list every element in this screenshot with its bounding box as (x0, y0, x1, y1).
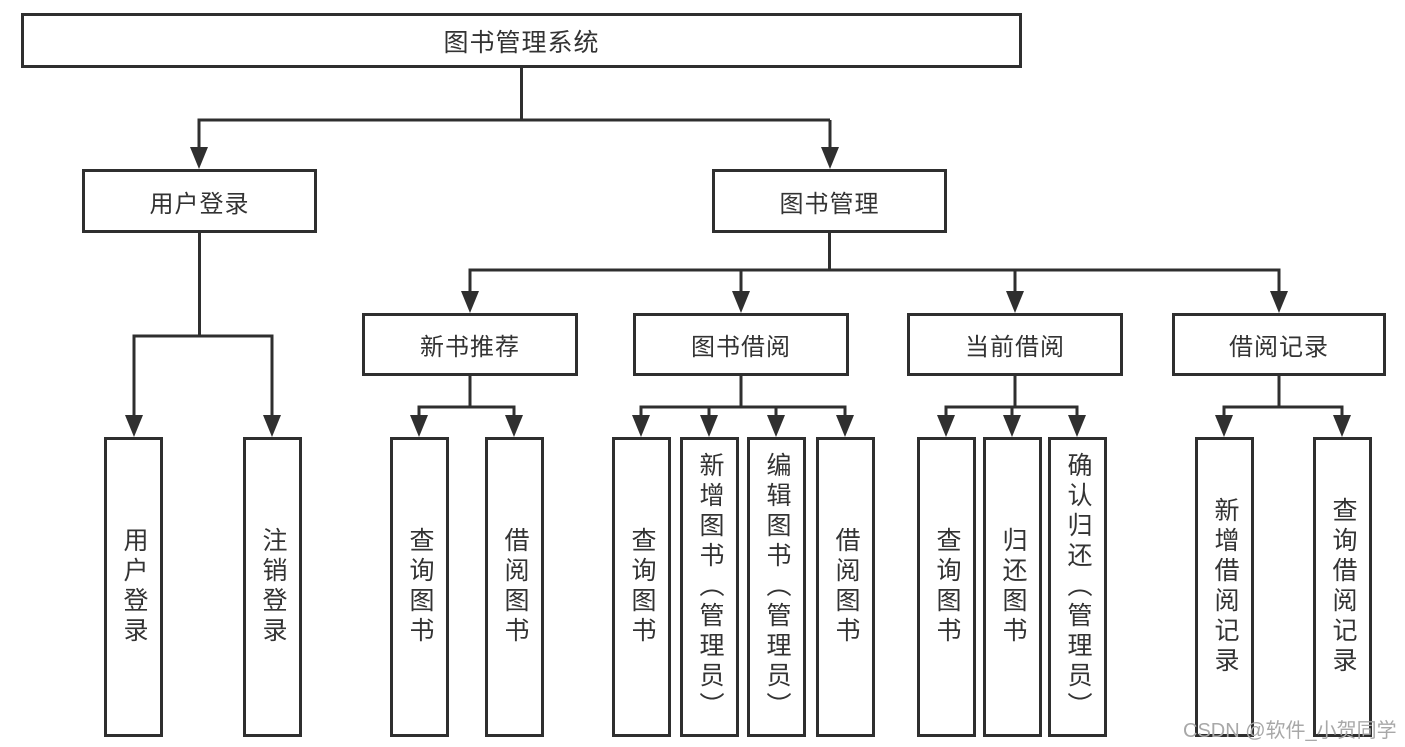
leaf-logout: 注销登录 (243, 437, 302, 737)
leaf-return-books: 归还图书 (983, 437, 1042, 737)
node-library-management-system: 图书管理系统 (21, 13, 1022, 68)
csdn-watermark: CSDN @软件_小贺同学 (1183, 720, 1397, 742)
node-user-login: 用户登录 (82, 169, 317, 233)
leaf-add-books-admin: 新增图书（管理员） (680, 437, 739, 737)
leaf-user-login: 用户登录 (104, 437, 163, 737)
leaf-query-books-borrow: 查询图书 (612, 437, 671, 737)
node-new-book-recommend: 新书推荐 (362, 313, 578, 376)
leaf-borrow-books-recommend: 借阅图书 (485, 437, 544, 737)
leaf-edit-books-admin: 编辑图书（管理员） (747, 437, 806, 737)
leaf-borrow-books: 借阅图书 (816, 437, 875, 737)
node-book-borrow: 图书借阅 (633, 313, 849, 376)
node-current-borrow: 当前借阅 (907, 313, 1123, 376)
leaf-query-borrow-record: 查询借阅记录 (1313, 437, 1372, 737)
leaf-add-borrow-record: 新增借阅记录 (1195, 437, 1254, 737)
leaf-query-books-current: 查询图书 (917, 437, 976, 737)
node-borrow-records: 借阅记录 (1172, 313, 1386, 376)
node-book-management: 图书管理 (712, 169, 947, 233)
leaf-query-books-recommend: 查询图书 (390, 437, 449, 737)
leaf-confirm-return-admin: 确认归还（管理员） (1048, 437, 1107, 737)
